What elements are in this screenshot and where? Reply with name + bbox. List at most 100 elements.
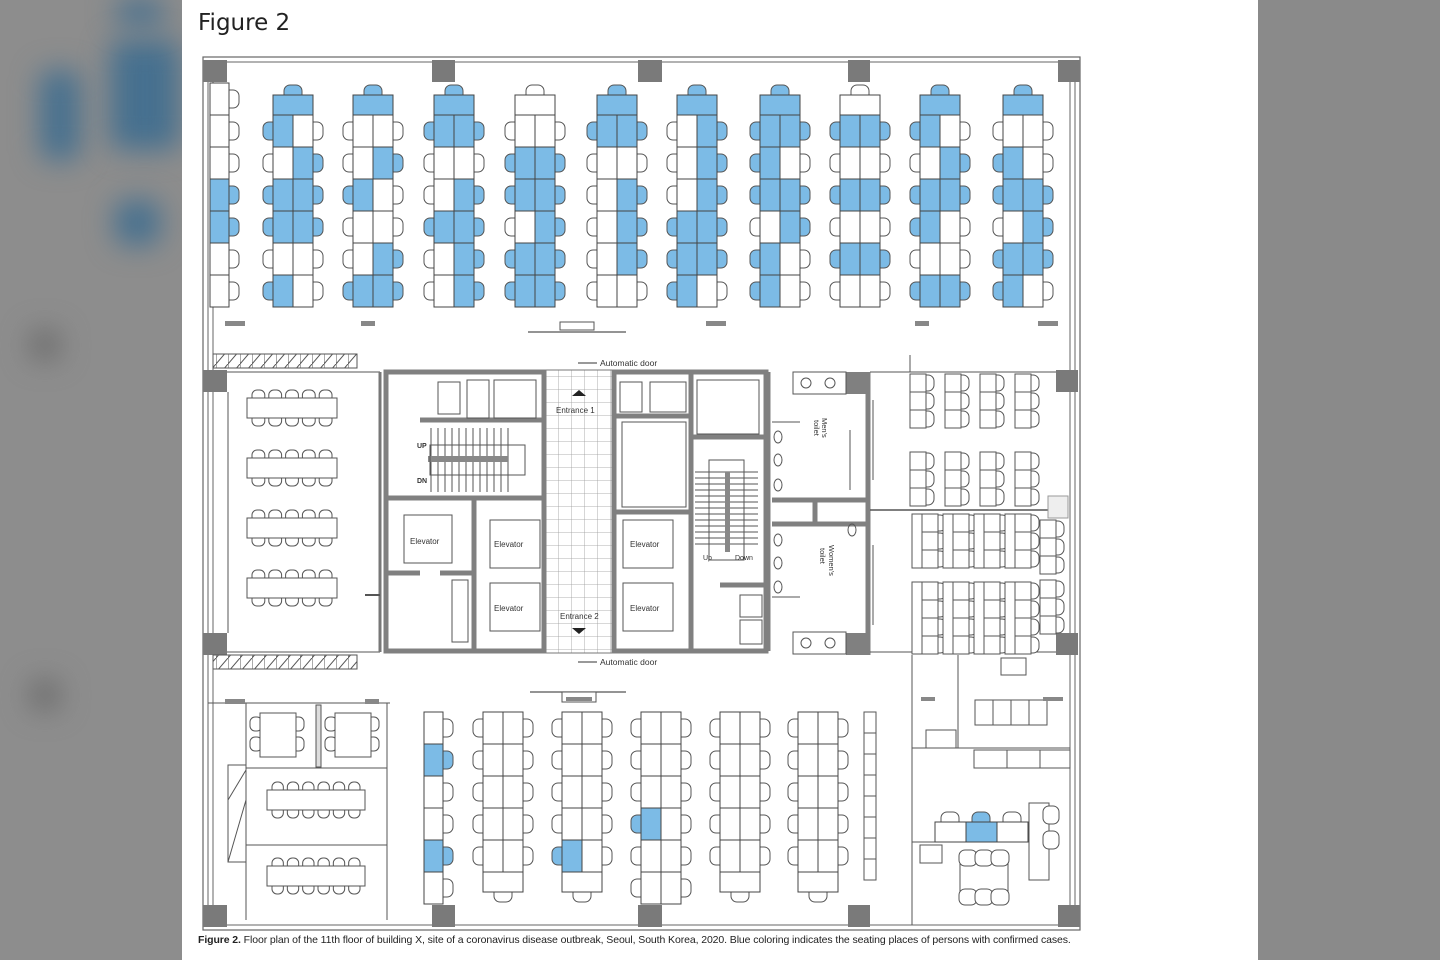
elevator-label: Elevator bbox=[630, 604, 660, 613]
confirmed-desk bbox=[779, 114, 801, 148]
desk bbox=[640, 743, 662, 777]
desk bbox=[921, 599, 939, 619]
blurred-background-left bbox=[0, 0, 182, 960]
desk-group bbox=[911, 581, 947, 655]
structural-columns bbox=[203, 60, 1080, 927]
desk bbox=[952, 581, 970, 601]
entrance-1-label: Entrance 1 bbox=[556, 406, 595, 415]
desk bbox=[934, 821, 967, 843]
desk-cluster bbox=[504, 84, 566, 308]
desk bbox=[581, 743, 603, 777]
desk bbox=[616, 274, 638, 308]
desk bbox=[676, 178, 698, 212]
desk bbox=[952, 599, 970, 619]
desk bbox=[983, 513, 1001, 533]
confirmed-desk bbox=[759, 94, 801, 116]
confirmed-desk bbox=[676, 94, 718, 116]
desk bbox=[1039, 555, 1057, 575]
storage-cabinet bbox=[863, 837, 877, 860]
desk bbox=[272, 242, 294, 276]
confirmed-desk bbox=[514, 178, 536, 212]
desk-group bbox=[909, 451, 935, 507]
desk bbox=[352, 210, 374, 244]
confirmed-desk bbox=[534, 274, 556, 308]
confirmed-desk bbox=[272, 94, 314, 116]
confirmed-desk bbox=[859, 178, 881, 212]
confirmed-desk bbox=[272, 274, 294, 308]
confirmed-desk bbox=[919, 274, 941, 308]
confirmed-desk bbox=[292, 210, 314, 244]
desk-cluster bbox=[586, 84, 648, 308]
desk bbox=[921, 581, 939, 601]
stair2-up-label: Up bbox=[703, 555, 712, 562]
desk bbox=[209, 82, 230, 116]
confirmed-desk bbox=[779, 210, 801, 244]
desk bbox=[909, 409, 927, 429]
desk bbox=[1022, 146, 1044, 180]
desk bbox=[952, 635, 970, 655]
table bbox=[266, 865, 366, 887]
confirmed-desk bbox=[839, 242, 861, 276]
desk-group bbox=[979, 451, 1005, 507]
desk bbox=[952, 617, 970, 637]
desk bbox=[952, 531, 970, 551]
stair-rail bbox=[428, 456, 508, 462]
confirmed-desk bbox=[514, 274, 536, 308]
hatched-strip-bottom bbox=[212, 654, 358, 670]
top-open-office bbox=[209, 82, 1054, 308]
desk bbox=[739, 775, 761, 809]
desk bbox=[640, 871, 662, 905]
desk-group bbox=[1014, 373, 1040, 429]
confirmed-desk bbox=[759, 178, 781, 212]
desk-cluster bbox=[992, 84, 1054, 308]
desk bbox=[921, 549, 939, 569]
central-core: Automatic door Automatic door Entrance 1… bbox=[383, 358, 769, 667]
desk bbox=[979, 487, 997, 507]
confirmed-desk bbox=[423, 839, 444, 873]
desk bbox=[817, 807, 839, 841]
confirmed-desk bbox=[965, 821, 998, 843]
desk bbox=[676, 114, 698, 148]
desk bbox=[453, 146, 475, 180]
desk bbox=[779, 274, 801, 308]
desk-panel bbox=[1004, 581, 1016, 655]
desk bbox=[944, 487, 962, 507]
desk bbox=[502, 743, 524, 777]
confirmed-desk bbox=[292, 178, 314, 212]
desk bbox=[1039, 537, 1057, 557]
desk bbox=[660, 775, 682, 809]
confirmed-desk bbox=[696, 178, 718, 212]
confirmed-desk bbox=[534, 178, 556, 212]
desk bbox=[1039, 615, 1057, 635]
chair bbox=[958, 849, 978, 867]
confirmed-desk bbox=[1002, 94, 1044, 116]
desk bbox=[534, 114, 556, 148]
desk bbox=[482, 807, 504, 841]
desk bbox=[502, 839, 524, 873]
desk bbox=[596, 178, 618, 212]
desk bbox=[996, 821, 1029, 843]
confirmed-desk bbox=[676, 210, 698, 244]
desk bbox=[502, 807, 524, 841]
confirmed-desk bbox=[1022, 210, 1044, 244]
confirmed-desk bbox=[1022, 178, 1044, 212]
desk bbox=[209, 146, 230, 180]
desk bbox=[372, 210, 394, 244]
confirmed-desk bbox=[859, 242, 881, 276]
storage-cabinet bbox=[863, 711, 877, 734]
desk bbox=[292, 242, 314, 276]
chair bbox=[990, 849, 1010, 867]
top-fixtures bbox=[225, 321, 1058, 333]
desk bbox=[944, 409, 962, 429]
confirmed-desk bbox=[453, 274, 475, 308]
desk bbox=[797, 711, 819, 745]
desk bbox=[719, 711, 741, 745]
desk bbox=[983, 617, 1001, 637]
desk-group bbox=[944, 451, 970, 507]
desk bbox=[482, 871, 524, 893]
desk bbox=[1014, 549, 1032, 569]
right-office-area bbox=[870, 355, 1069, 655]
desk bbox=[352, 146, 374, 180]
desk bbox=[797, 775, 819, 809]
desk-cluster bbox=[666, 84, 728, 308]
